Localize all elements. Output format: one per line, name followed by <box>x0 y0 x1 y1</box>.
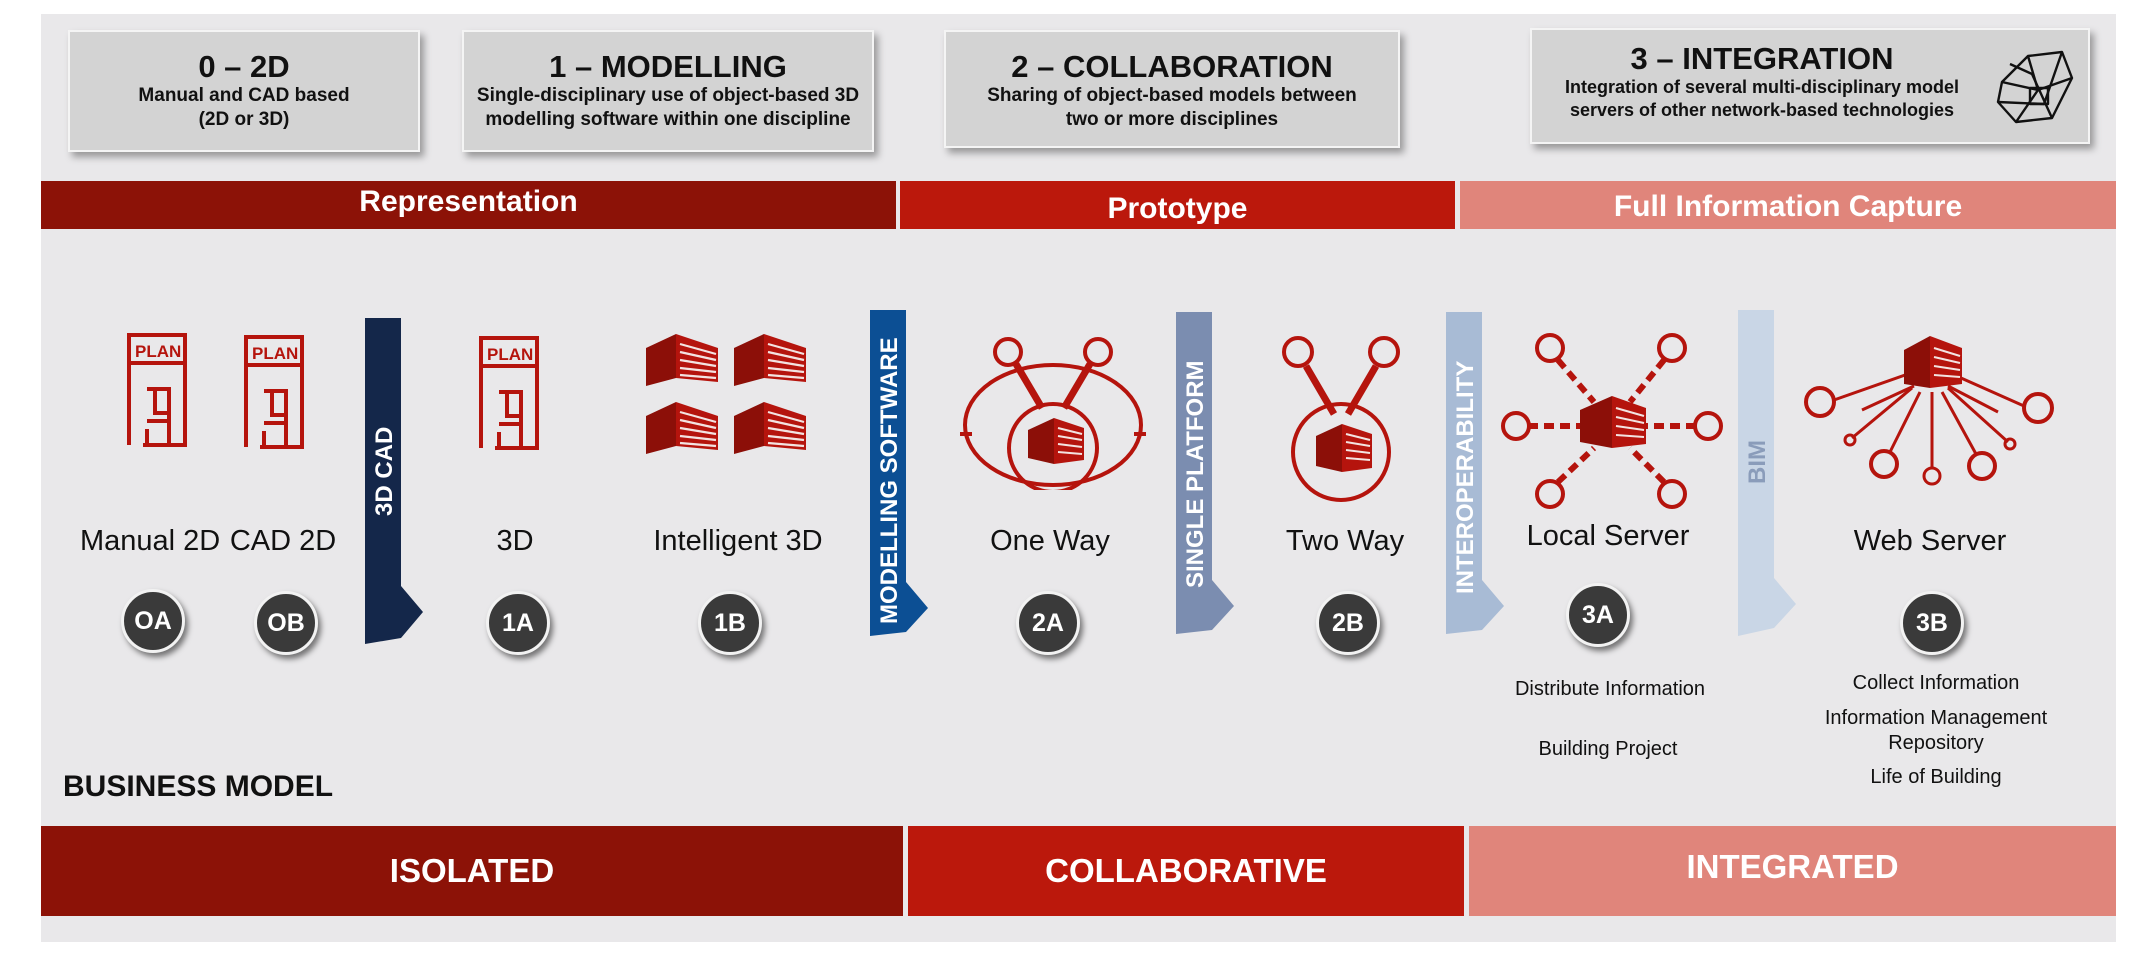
band-representation-label: Representation <box>359 185 578 218</box>
local-server-icon <box>1501 333 1723 509</box>
badge-0a: OA <box>121 589 185 653</box>
model-collaborative-label: COLLABORATIVE <box>1045 852 1327 889</box>
stage-1-box: 1 – MODELLING Single-disciplinary use of… <box>462 30 874 152</box>
badge-1a: 1A <box>486 591 550 655</box>
two-way-exchange-icon <box>1282 336 1400 502</box>
item-label-local-server: Local Server <box>1526 520 1690 552</box>
building-blocks-icon <box>644 332 808 456</box>
note-building-project: Building Project <box>1538 738 1678 760</box>
one-way-exchange-icon <box>960 337 1146 490</box>
stage-2-box: 2 – COLLABORATION Sharing of object-base… <box>944 30 1400 148</box>
arrow-interoperability: INTEROPERABILITY <box>1446 312 1506 640</box>
arrow-3d-cad-label: 3D CAD <box>371 426 398 516</box>
arrow-modelling-software-shape <box>870 310 928 636</box>
item-label-web-server: Web Server <box>1853 525 2007 557</box>
band-full-information-capture: Full Information Capture <box>1460 181 2116 229</box>
stage-3-box: 3 – INTEGRATION Integration of several m… <box>1530 28 2090 144</box>
stage-0-subtitle: Manual and CAD based (2D or 3D) <box>138 85 350 130</box>
arrow-single-platform-shape <box>1176 312 1234 634</box>
arrow-3d-cad-fill <box>365 318 423 644</box>
stage-2-subtitle: Sharing of object-based models between t… <box>987 85 1357 130</box>
arrow-single-platform: SINGLE PLATFORM <box>1176 312 1236 640</box>
item-label-one-way: One Way <box>990 525 1110 557</box>
arrow-bim-label: BIM <box>1744 440 1771 484</box>
stage-1-subtitle: Single-disciplinary use of object-based … <box>476 85 860 130</box>
arrow-single-platform-label: SINGLE PLATFORM <box>1182 360 1209 588</box>
model-isolated: ISOLATED <box>41 826 903 916</box>
model-collaborative: COLLABORATIVE <box>908 826 1464 916</box>
business-model-heading: BUSINESS MODEL <box>63 770 334 803</box>
plan-drawing-text: PLAN <box>135 342 181 361</box>
stage-1-title: 1 – MODELLING <box>549 49 787 84</box>
badge-2a: 2A <box>1016 591 1080 655</box>
plan-drawing-text: PLAN <box>487 345 533 364</box>
plan-drawing-icon: PLAN <box>479 336 539 450</box>
arrow-interoperability-shape <box>1446 312 1504 634</box>
badge-3a: 3A <box>1566 583 1630 647</box>
band-full-information-capture-label: Full Information Capture <box>1613 190 1963 223</box>
plan-drawing-icon: PLAN <box>127 333 187 447</box>
arrow-3d-cad-shape <box>365 318 423 644</box>
stage-3-title: 3 – INTEGRATION <box>1630 41 1894 76</box>
band-prototype: Prototype <box>900 181 1455 229</box>
band-prototype-label: Prototype <box>1107 192 1248 225</box>
note-life-of-building: Life of Building <box>1870 766 2002 788</box>
model-integrated: INTEGRATED <box>1469 826 2116 916</box>
badge-3b: 3B <box>1900 591 1964 655</box>
arrow-bim-fill <box>1738 310 1796 636</box>
note-information-management-repository: Information Management Repository <box>1824 707 2048 754</box>
item-label-cad-2d: CAD 2D <box>229 525 337 557</box>
item-label-manual-2d: Manual 2D <box>80 525 221 557</box>
item-label-intelligent-3d: Intelligent 3D <box>653 525 823 557</box>
plan-drawing-icon: PLAN <box>244 335 304 449</box>
stage-2-title: 2 – COLLABORATION <box>1011 49 1333 84</box>
network-knot-icon <box>1996 50 2074 124</box>
arrow-modelling-software: MODELLING SOFTWARE <box>870 310 930 638</box>
badge-1b: 1B <box>698 591 762 655</box>
arrow-3d-cad: 3D CAD <box>365 318 425 646</box>
note-distribute-information: Distribute Information <box>1514 678 1706 700</box>
stage-0-box: 0 – 2D Manual and CAD based (2D or 3D) <box>68 30 420 152</box>
plan-drawing-text: PLAN <box>252 344 298 363</box>
arrow-single-platform-fill <box>1176 312 1234 634</box>
stage-0-title: 0 – 2D <box>198 49 290 84</box>
badge-2b: 2B <box>1316 591 1380 655</box>
band-representation: Representation <box>41 181 896 229</box>
item-label-two-way: Two Way <box>1285 525 1405 557</box>
badge-0b: OB <box>254 591 318 655</box>
arrow-interoperability-label: INTEROPERABILITY <box>1452 360 1479 594</box>
arrow-bim-shape <box>1738 310 1796 636</box>
arrow-bim: BIM <box>1738 310 1798 638</box>
stage-3-subtitle: Integration of several multi-disciplinar… <box>1564 77 1960 120</box>
model-integrated-label: INTEGRATED <box>1686 848 1899 885</box>
item-label-3d: 3D <box>496 525 534 557</box>
model-isolated-label: ISOLATED <box>389 852 555 889</box>
arrow-modelling-software-label: MODELLING SOFTWARE <box>876 337 903 624</box>
note-collect-information: Collect Information <box>1852 672 2020 694</box>
arrow-interoperability-fill <box>1446 312 1504 634</box>
arrow-modelling-software-fill <box>870 310 928 636</box>
web-server-icon <box>1804 336 2054 486</box>
